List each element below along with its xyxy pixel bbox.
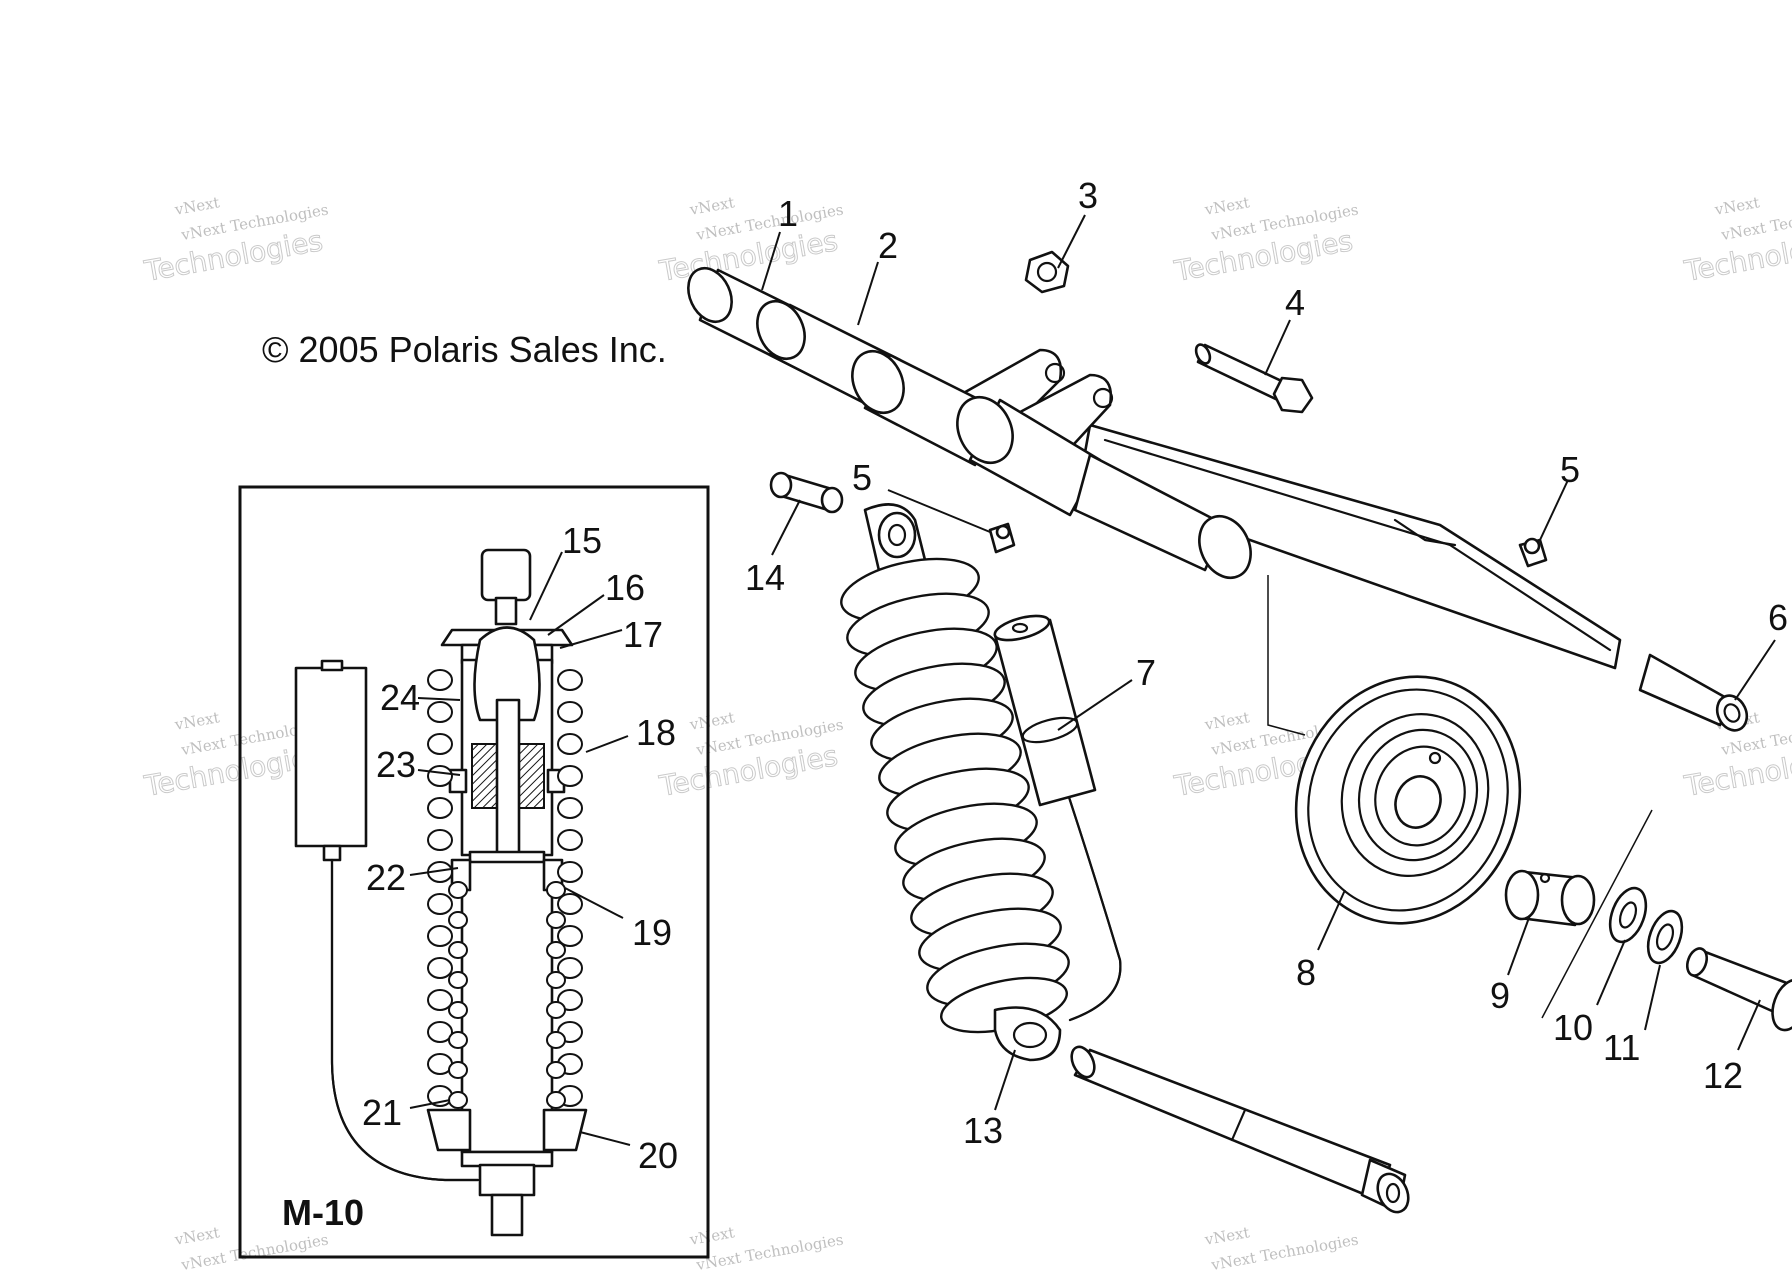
spacer-part [1504,869,1596,927]
inset-spring-left [427,669,453,1107]
svg-text:vNext: vNext [1712,193,1760,219]
svg-text:vNext: vNext [172,708,220,734]
callout-17: 17 [623,614,663,655]
callout-24: 24 [380,677,420,718]
callout-22: 22 [366,857,406,898]
callout-19: 19 [632,912,672,953]
grease-fitting [988,522,1016,554]
inset-label: M-10 [282,1192,364,1233]
watermark: vNext vNext Technologies Technologies [656,193,845,288]
callout-13: 13 [963,1110,1003,1151]
callout-23: 23 [376,744,416,785]
watermark: vNext vNext Technologies Technologies [656,708,845,803]
callout-5: 5 [852,457,872,498]
callout-2: 2 [878,225,898,266]
svg-text:vNext: vNext [687,193,735,219]
callout-14: 14 [745,557,785,598]
lock-washer-part [1646,909,1684,965]
callout-16: 16 [605,567,645,608]
callout-3: 3 [1078,175,1098,216]
watermark: vNext vNext Technologies Technologies [1171,193,1360,288]
inset-spring-inner [448,881,566,1109]
callout-8: 8 [1296,952,1316,993]
svg-text:vNext: vNext [687,708,735,734]
svg-text:vNext: vNext [687,1223,735,1249]
callout-12: 12 [1703,1055,1743,1096]
svg-text:vNext: vNext [1202,708,1250,734]
callout-1: 1 [778,193,798,234]
washer-part [1608,886,1648,944]
svg-text:vNext: vNext [172,1223,220,1249]
bolt-part [1194,343,1314,414]
copyright-text: © 2005 Polaris Sales Inc. [262,329,667,370]
callout-18: 18 [636,712,676,753]
watermark: vNext vNext Technologies Technologies [141,193,330,288]
center-line [1267,575,1306,736]
callouts: 1 2 3 4 5 5 6 7 8 9 10 11 12 13 14 15 16… [362,175,1788,1176]
shock-absorber [840,503,1122,1062]
center-line [1541,809,1653,1019]
lower-cross-shaft [1070,1045,1410,1214]
shock-spring [840,557,1070,1034]
watermark: vNext vNext Technologies [687,1223,844,1274]
callout-4: 4 [1285,282,1305,323]
callout-20: 20 [638,1135,678,1176]
inset-detail-m10: M-10 [238,485,710,1259]
bushing-part [769,471,844,514]
axle-bolt [1685,947,1792,1032]
nut-part [1024,250,1070,294]
leader-lines [409,214,1776,1146]
callout-6: 6 [1768,597,1788,638]
idler-wheel [1294,675,1522,925]
callout-10: 10 [1553,1007,1593,1048]
svg-text:vNext: vNext [172,193,220,219]
callout-5: 5 [1560,449,1580,490]
callout-7: 7 [1136,652,1156,693]
watermark: vNext vNext Technologies Technologies [1681,193,1792,288]
grease-fitting [1518,537,1548,568]
callout-11: 11 [1603,1027,1640,1068]
callout-9: 9 [1490,975,1510,1016]
callout-21: 21 [362,1092,402,1133]
svg-text:vNext: vNext [1202,193,1250,219]
callout-15: 15 [562,520,602,561]
watermark: vNext vNext Technologies [1202,1223,1359,1274]
scissor-arm-assembly [687,266,1749,732]
svg-text:vNext: vNext [1202,1223,1250,1249]
